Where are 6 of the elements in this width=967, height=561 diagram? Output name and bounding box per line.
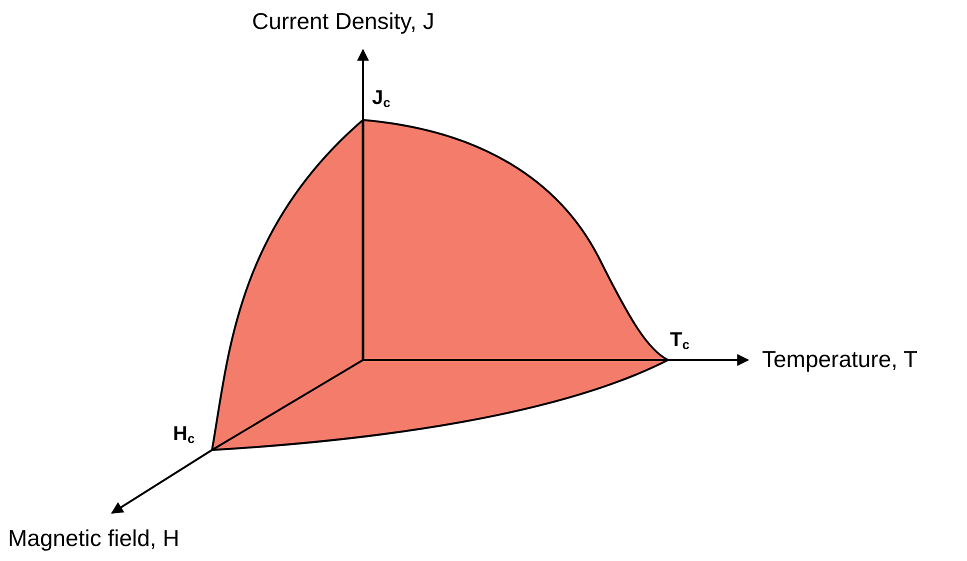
critical-point-label: H$_{c}$ bbox=[173, 424, 195, 445]
critical-point-label: T$_{c}$ bbox=[670, 330, 690, 351]
axis-label: Current Density, J bbox=[252, 10, 434, 33]
critical-point-label: J$_{c}$ bbox=[372, 88, 390, 109]
axis-label: Magnetic field, H bbox=[8, 527, 180, 550]
axis-label: Temperature, T bbox=[762, 348, 918, 371]
